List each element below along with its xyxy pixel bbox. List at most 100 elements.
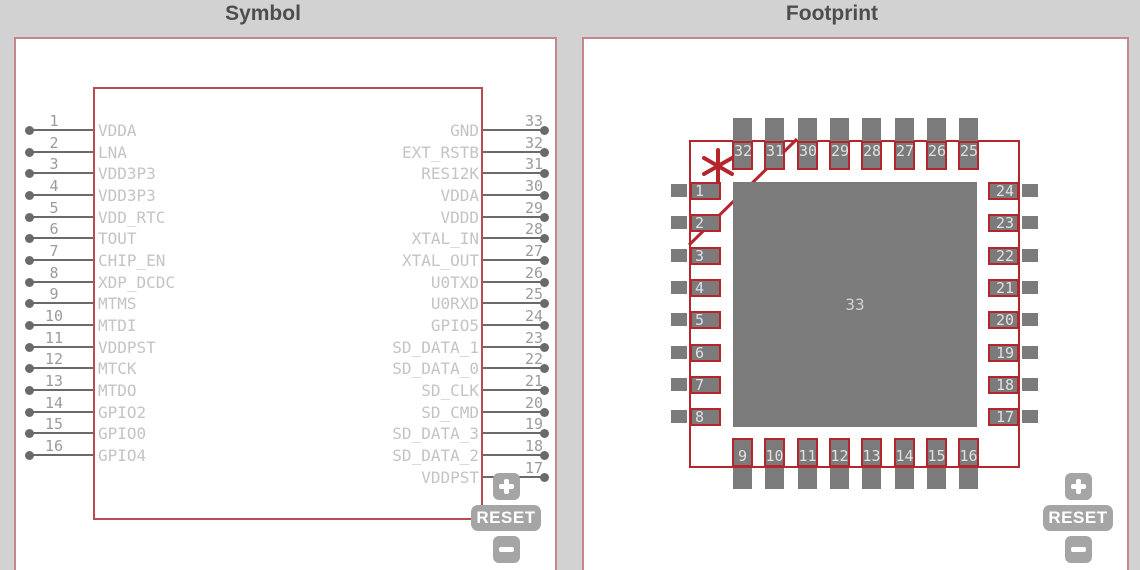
zoom-in-button[interactable] xyxy=(492,473,520,500)
pad-copper xyxy=(927,118,946,142)
pin-line xyxy=(483,411,546,413)
pin-label: CHIP_EN xyxy=(98,251,166,270)
pin-number: 15 xyxy=(44,415,64,433)
footprint-pad: 27 xyxy=(894,141,915,170)
pad-copper xyxy=(1022,378,1038,391)
pin-number: 30 xyxy=(524,177,543,195)
pin-label: EXT_RSTB xyxy=(401,143,479,162)
footprint-pad: 19 xyxy=(988,344,1019,362)
zoom-out-button[interactable] xyxy=(492,536,520,563)
zoom-reset-button[interactable]: RESET xyxy=(471,505,541,531)
zoom-out-button[interactable] xyxy=(1064,536,1092,563)
pad-copper xyxy=(671,281,687,294)
thermal-pad: 33 xyxy=(733,182,977,427)
footprint-pad: 15 xyxy=(926,438,947,467)
pin-line xyxy=(483,346,546,348)
pin-dot xyxy=(540,343,549,352)
pin-number: 32 xyxy=(524,134,543,152)
pad-copper xyxy=(671,249,687,262)
pin-label: MTMS xyxy=(98,294,137,313)
pad-copper xyxy=(765,118,784,142)
pin-dot xyxy=(540,386,549,395)
pin-line xyxy=(28,432,93,434)
pin-dot xyxy=(540,364,549,373)
pad-copper xyxy=(765,468,784,489)
pin-number: 16 xyxy=(44,437,64,455)
pad-copper xyxy=(671,184,687,197)
pin1-star-icon xyxy=(702,148,734,184)
pad-copper xyxy=(671,216,687,229)
pin-number: 19 xyxy=(524,415,543,433)
pad-copper xyxy=(671,346,687,359)
pin-line xyxy=(483,432,546,434)
pin-dot xyxy=(540,473,549,482)
pin-line xyxy=(28,367,93,369)
pin-number: 13 xyxy=(44,372,64,390)
pin-dot xyxy=(540,148,549,157)
pin-number: 6 xyxy=(49,220,59,238)
footprint-pad: 8 xyxy=(690,408,721,426)
pin-number: 1 xyxy=(49,112,59,130)
pin-label: VDD3P3 xyxy=(98,186,156,205)
footprint-pad: 32 xyxy=(732,141,753,170)
pin-line xyxy=(28,411,93,413)
pin-label: MTCK xyxy=(98,359,137,378)
pad-copper xyxy=(1022,346,1038,359)
footprint-pad: 13 xyxy=(861,438,882,467)
pin-label: GPIO2 xyxy=(98,403,147,422)
pin-number: 33 xyxy=(524,112,543,130)
footprint-pad: 18 xyxy=(988,376,1019,394)
pin-number: 31 xyxy=(524,155,543,173)
pin-number: 7 xyxy=(49,242,59,260)
footprint-pad: 14 xyxy=(894,438,915,467)
pin-number: 4 xyxy=(49,177,59,195)
pin-label: VDDD xyxy=(440,208,479,227)
pin-dot xyxy=(540,299,549,308)
pin-dot xyxy=(540,256,549,265)
pad-copper xyxy=(959,468,978,489)
pad-copper xyxy=(671,410,687,423)
pin-label: SD_CLK xyxy=(421,381,479,400)
pin-label: SD_DATA_3 xyxy=(392,424,479,443)
footprint-pad: 30 xyxy=(797,141,818,170)
pin-line xyxy=(28,151,93,153)
pin-label: VDDA xyxy=(440,186,479,205)
pin-label: MTDI xyxy=(98,316,137,335)
pin-label: XDP_DCDC xyxy=(98,273,176,292)
pin-line xyxy=(28,324,93,326)
pin-dot xyxy=(540,169,549,178)
pin-number: 11 xyxy=(44,329,64,347)
pin-label: SD_DATA_1 xyxy=(392,338,479,357)
pin-label: RES12K xyxy=(421,164,479,183)
pin-line xyxy=(483,172,546,174)
pin-label: XTAL_IN xyxy=(411,229,479,248)
zoom-reset-button[interactable]: RESET xyxy=(1043,505,1113,531)
zoom-in-button[interactable] xyxy=(1064,473,1092,500)
pin-dot xyxy=(540,321,549,330)
pin-line xyxy=(483,324,546,326)
pin-line xyxy=(483,129,546,131)
pin-line xyxy=(28,259,93,261)
pin-number: 28 xyxy=(524,220,543,238)
pin-label: MTDO xyxy=(98,381,137,400)
pin-label: TOUT xyxy=(98,229,137,248)
minus-icon xyxy=(1070,547,1086,552)
pin-line xyxy=(28,237,93,239)
pad-copper xyxy=(1022,410,1038,423)
pin-line xyxy=(483,302,546,304)
pin-number: 21 xyxy=(524,372,543,390)
pin-line xyxy=(483,194,546,196)
pin-label: VDDPST xyxy=(98,338,156,357)
pad-copper xyxy=(959,118,978,142)
pin-number: 14 xyxy=(44,394,64,412)
pin-line xyxy=(483,216,546,218)
pad-copper xyxy=(733,468,752,489)
footprint-pad: 26 xyxy=(926,141,947,170)
footprint-pad: 25 xyxy=(958,141,979,170)
pad-copper xyxy=(1022,281,1038,294)
pin-number: 23 xyxy=(524,329,543,347)
pad-copper xyxy=(830,468,849,489)
pin-number: 18 xyxy=(524,437,543,455)
